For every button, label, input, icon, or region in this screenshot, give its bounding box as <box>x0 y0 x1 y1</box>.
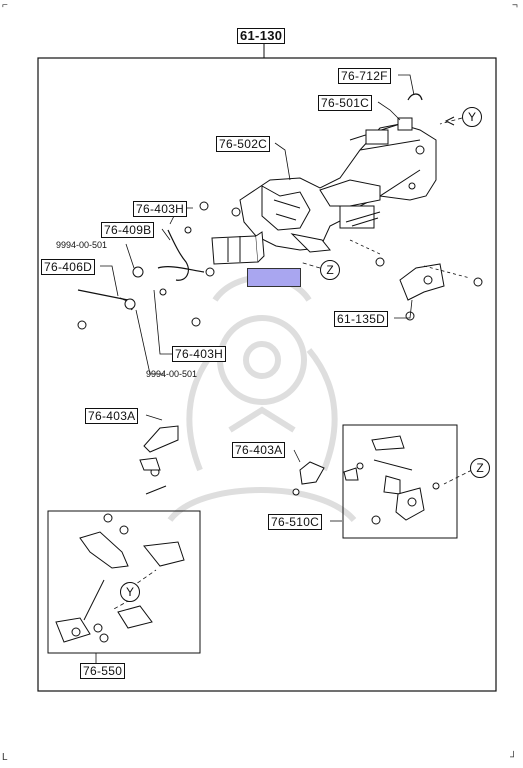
actuator-box <box>211 231 265 265</box>
label-76-501c: 76-501C <box>318 95 373 111</box>
arrow-y-top <box>444 116 455 126</box>
label-76-403h-top: 76-403H <box>133 201 188 217</box>
leader-lines <box>95 74 479 664</box>
clip-76-712f <box>407 93 423 101</box>
ref-circle-z-mid: Z <box>320 260 340 280</box>
levers-z-detail <box>343 435 440 521</box>
part-number-9994-bottom: 9994-00-501 <box>146 369 198 379</box>
label-76-406d: 76-406D <box>41 259 96 275</box>
corner-mark-top-right: ¬ <box>512 0 518 11</box>
label-76-409b: 76-409B <box>101 222 155 238</box>
label-76-712f: 76-712F <box>338 68 391 84</box>
heater-unit-body <box>239 117 437 253</box>
watermark-emblem <box>167 274 357 523</box>
levers-middle <box>139 425 325 495</box>
levers-y-detail <box>55 531 185 643</box>
label-76-403h-bottom: 76-403H <box>172 346 227 362</box>
subframe-y-detail <box>47 510 201 654</box>
part-number-9994-top: 9994-00-501 <box>56 240 108 250</box>
label-76-550: 76-550 <box>80 663 126 679</box>
outer-frame <box>37 57 497 692</box>
ref-circle-y-bottom: Y <box>120 582 140 602</box>
label-61-135d: 61-135D <box>334 311 389 327</box>
highlight-box <box>247 268 301 287</box>
ref-circle-z-right: Z <box>470 458 490 478</box>
subframe-z-detail <box>342 424 458 539</box>
corner-mark-top-left: ⌐ <box>2 0 8 11</box>
label-76-510c: 76-510C <box>268 514 323 530</box>
label-61-130: 61-130 <box>237 28 286 44</box>
corner-mark-bottom-right: ┘ <box>510 752 518 763</box>
ref-circle-y-top: Y <box>462 107 482 127</box>
corner-mark-bottom-left: L <box>2 752 8 763</box>
label-76-403a-right: 76-403A <box>232 442 286 458</box>
label-76-502c: 76-502C <box>216 136 271 152</box>
label-76-403a-left: 76-403A <box>85 408 139 424</box>
bracket-61-135d <box>399 263 445 301</box>
